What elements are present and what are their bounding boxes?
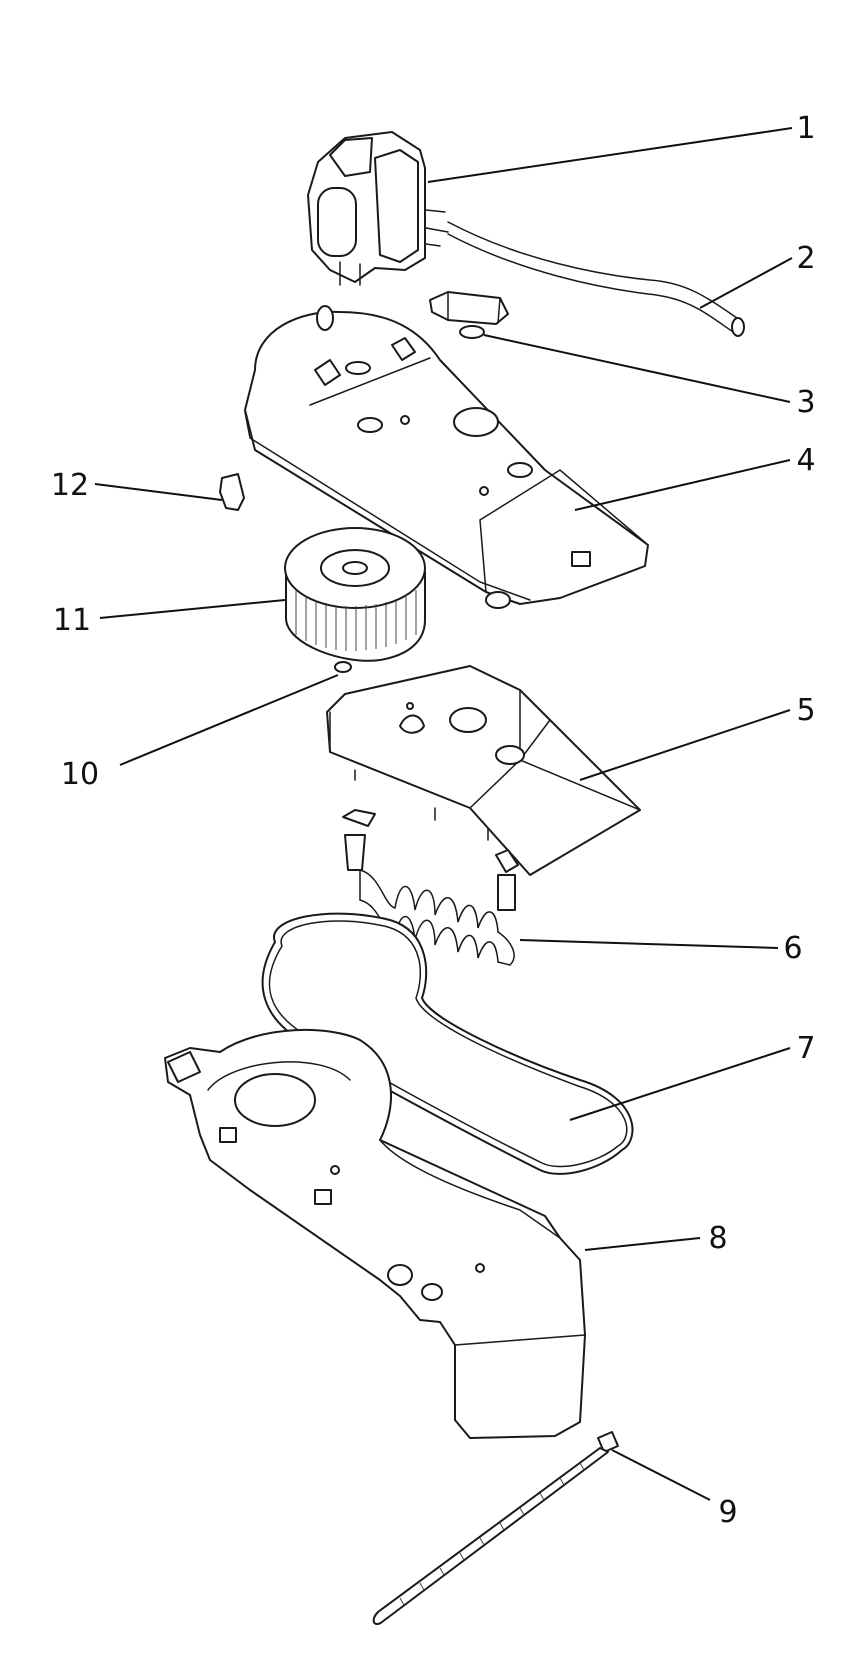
part-6-heating-coil <box>342 809 519 966</box>
leader-line-10 <box>119 674 339 766</box>
leader-line-7 <box>569 1047 791 1121</box>
callout-9: 9 <box>718 1495 737 1530</box>
callout-3: 3 <box>796 385 815 420</box>
part-10-nut <box>334 661 352 673</box>
leader-line-1 <box>427 127 793 183</box>
callout-8: 8 <box>708 1221 727 1256</box>
callout-2: 2 <box>796 241 815 276</box>
part-1-motor <box>307 131 741 335</box>
callout-11: 11 <box>53 603 91 638</box>
callout-5: 5 <box>796 693 815 728</box>
part-9-cable-tie <box>372 1431 619 1626</box>
leader-line-9 <box>611 1449 711 1501</box>
callout-10: 10 <box>61 757 99 792</box>
callout-12: 12 <box>51 468 89 503</box>
callout-4: 4 <box>796 443 815 478</box>
part-2-power-cord <box>731 317 745 337</box>
leader-line-11 <box>99 599 286 619</box>
leader-line-2 <box>699 257 793 309</box>
part-4-upper-housing <box>244 305 649 609</box>
leader-line-8 <box>584 1237 701 1251</box>
callout-7: 7 <box>796 1031 815 1066</box>
part-11-fan-wheel <box>284 527 426 662</box>
callout-labels: 1 2 3 4 5 6 7 8 9 10 11 12 <box>51 111 816 1530</box>
callout-6: 6 <box>783 931 802 966</box>
part-5-heater-shield <box>326 665 641 876</box>
callout-1: 1 <box>796 111 815 146</box>
leader-line-12 <box>94 483 223 501</box>
leader-line-3 <box>483 334 791 403</box>
part-12-clip <box>219 473 245 511</box>
leader-line-4 <box>574 459 791 511</box>
leader-line-6 <box>519 939 779 949</box>
part-3-switch <box>429 291 509 339</box>
part-8-base-housing <box>164 1028 586 1439</box>
leader-lines <box>94 127 793 1501</box>
leader-line-5 <box>579 709 791 781</box>
